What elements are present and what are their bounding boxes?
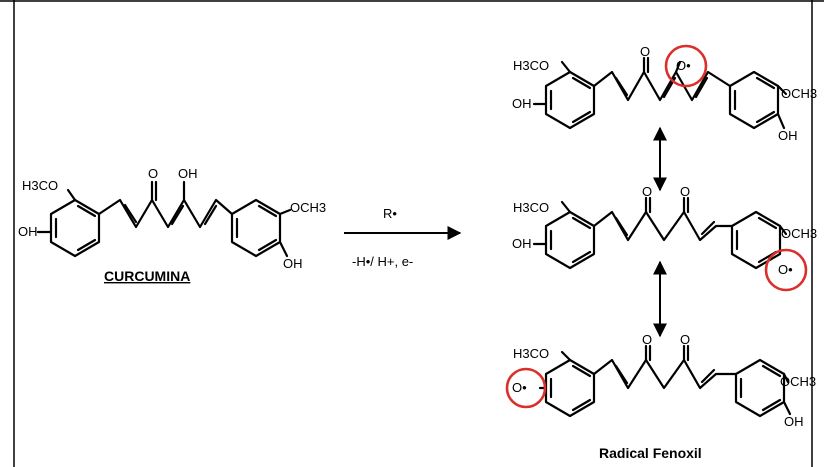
s2-methoxy-left: H3CO [513, 200, 549, 215]
s1-hydroxy-right: OH [778, 128, 798, 143]
product-name: Radical Fenoxil [599, 445, 702, 461]
conditions-label: -H•/ H+, e- [352, 254, 413, 269]
s2-methoxy-right: OCH3 [781, 226, 817, 241]
curcumin-keto-oxygen: O [148, 166, 158, 181]
s3-keto-oxygen-2: O [680, 332, 690, 347]
s3-radical-oxygen: O• [512, 380, 527, 395]
curcumin-hydroxy-left: OH [18, 224, 38, 239]
s1-keto-oxygen: O [640, 44, 650, 59]
curcumin-enol-hydroxy: OH [178, 166, 198, 181]
curcumin-chain [97, 198, 234, 229]
s3-radical-highlight [505, 367, 547, 409]
s2-hydroxy-left: OH [512, 236, 532, 251]
s1-hydroxy-left: OH [512, 96, 532, 111]
s1-methoxy-right: OCH3 [781, 86, 817, 101]
s3-hydroxy-right: OH [784, 414, 804, 429]
s2-radical-oxygen: O• [778, 262, 793, 277]
s1-radical-oxygen: O• [676, 58, 691, 73]
curcumin-hydroxy-right: OH [283, 256, 303, 271]
s2-keto-oxygen-1: O [642, 184, 652, 199]
s2-radical-highlight [764, 248, 808, 292]
curcumin-methoxy-left: H3CO [22, 178, 58, 193]
s3-methoxy-left: H3CO [513, 346, 549, 361]
curcumin-left-ring [49, 198, 101, 258]
curcumin-right-ring [230, 198, 282, 258]
curcumin-name: CURCUMINA [104, 268, 190, 284]
reagent-label: R• [383, 206, 397, 221]
s2-keto-oxygen-2: O [680, 184, 690, 199]
s1-radical-highlight [664, 44, 708, 88]
resonance-structure-2: H3CO OH O O OCH3 O• [512, 184, 817, 292]
s3-keto-oxygen-1: O [642, 332, 652, 347]
curcumin-methoxy-right: OCH3 [290, 200, 326, 215]
resonance-structure-3: H3CO O• O O OCH3 OH [505, 332, 816, 429]
resonance-structure-1: H3CO OH O O• OCH3 OH [512, 44, 817, 143]
curcumin-molecule: H3CO OH O OH OCH3 OH CURCUMINA [18, 166, 326, 284]
s3-methoxy-right: OCH3 [780, 374, 816, 389]
s1-methoxy-left: H3CO [513, 58, 549, 73]
reaction-arrow: R• -H•/ H+, e- [344, 206, 462, 269]
